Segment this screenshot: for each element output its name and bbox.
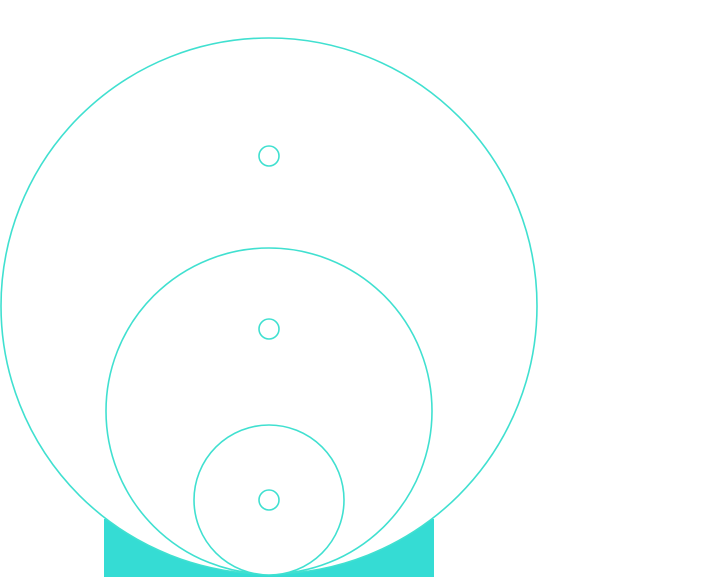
- large-circle-center-dot: [258, 145, 280, 167]
- medium-circle-center-dot: [258, 318, 280, 340]
- small-circle-center-dot: [258, 489, 280, 511]
